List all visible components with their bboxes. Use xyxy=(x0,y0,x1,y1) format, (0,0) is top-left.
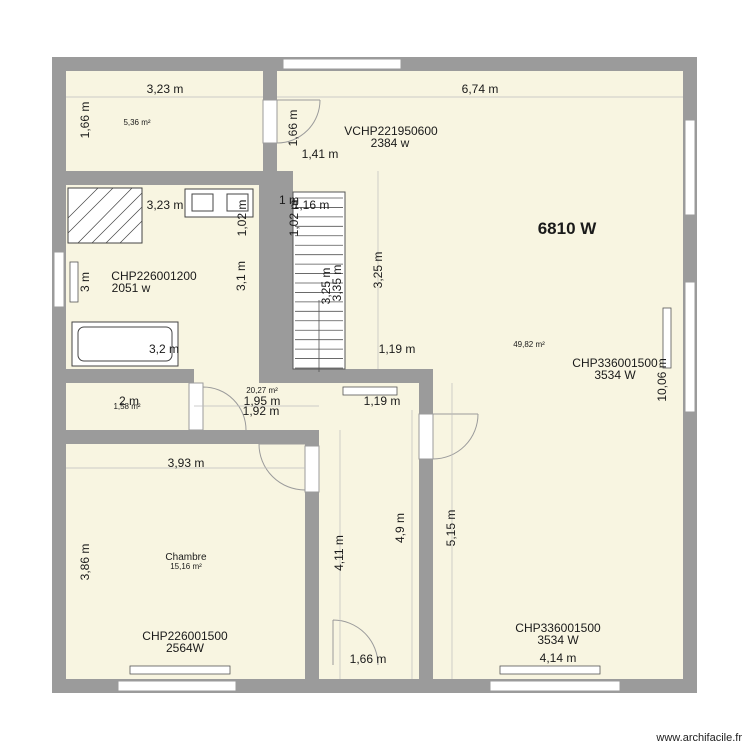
dim-325b: 3,25 m xyxy=(319,268,333,305)
dimension-lines xyxy=(66,96,683,679)
dim-chambre-height: 3,86 m xyxy=(78,544,92,581)
door-top-left-leaf xyxy=(262,99,278,144)
area-top-left: 5,36 m² xyxy=(123,118,150,127)
wall-top-left-bottom xyxy=(66,171,277,185)
floor-chambre xyxy=(66,444,306,679)
dim-414: 4,14 m xyxy=(540,651,577,665)
dim-141: 1,41 m xyxy=(302,147,339,161)
radiator-bottom xyxy=(499,665,601,675)
heater-chambre-w: 2564W xyxy=(166,641,205,655)
heater-bath-w: 2051 w xyxy=(112,281,151,295)
sink-2 xyxy=(226,193,249,212)
door-wc-leaf xyxy=(188,382,204,431)
dim-166c: 1,66 m xyxy=(350,652,387,666)
heater-right-ref: CHP336001500 xyxy=(572,356,658,370)
dim-main-height: 10,06 m xyxy=(655,358,669,401)
area-corridor: 20,27 m² xyxy=(246,386,278,395)
dim-bath-height2: 3,1 m xyxy=(234,261,248,291)
floor-wc xyxy=(66,383,194,430)
dim-bath-bottom: 3,2 m xyxy=(149,342,179,356)
dim-116: 1,16 m xyxy=(293,198,330,212)
wall-wc-bottom xyxy=(66,430,319,444)
heater-chambre-ref: CHP226001500 xyxy=(142,629,228,643)
door-main-leaf xyxy=(418,413,434,460)
dim-325: 3,25 m xyxy=(371,252,385,289)
dim-top-left-width: 3,23 m xyxy=(147,82,184,96)
radiator-chambre xyxy=(129,665,231,675)
dim-119b: 1,19 m xyxy=(364,394,401,408)
door-chambre-leaf xyxy=(304,445,320,493)
door-chambre xyxy=(258,443,306,491)
heater-bottom-ref: CHP336001500 xyxy=(515,621,601,635)
window-top xyxy=(282,58,402,70)
radiator-bath xyxy=(69,261,79,303)
dim-bath-height: 3 m xyxy=(78,272,92,292)
heater-vchp-w: 2384 w xyxy=(371,136,410,150)
dim-chambre-width: 3,93 m xyxy=(168,456,205,470)
dim-335: 3,35 m xyxy=(330,265,344,302)
heater-bottom-w: 3534 W xyxy=(537,633,579,647)
door-entry xyxy=(332,619,379,666)
fixtures xyxy=(67,187,254,367)
heater-right-w: 3534 W xyxy=(594,368,636,382)
dim-195: 1,95 m xyxy=(244,394,281,408)
wall-stair-left xyxy=(259,171,293,383)
total-power: 6810 W xyxy=(538,219,598,238)
labels: 3,23 m 1,66 m 5,36 m² 1,66 m 6,74 m VCHP… xyxy=(78,82,669,666)
heater-bath-ref: CHP226001200 xyxy=(111,269,197,283)
heater-vchp-ref: VCHP221950600 xyxy=(344,124,438,138)
windows xyxy=(53,58,696,692)
radiators xyxy=(69,261,672,675)
sink-1 xyxy=(191,193,214,212)
dim-main-width: 6,74 m xyxy=(462,82,499,96)
dim-166b: 1,66 m xyxy=(286,110,300,147)
dim-bath-right: 1,02 m xyxy=(235,200,249,237)
floor-hall xyxy=(319,383,419,679)
area-main: 49,82 m² xyxy=(513,340,545,349)
window-right-1 xyxy=(684,119,696,216)
watermark: www.archifacile.fr xyxy=(656,732,742,744)
stair-steps xyxy=(295,197,343,372)
floor-top-left xyxy=(66,71,263,171)
dim-192: 1,92 m xyxy=(243,404,280,418)
chambre-name: Chambre xyxy=(165,552,207,563)
dim-411: 4,11 m xyxy=(332,535,346,571)
wall-outer-left xyxy=(52,57,66,693)
window-bottom-1 xyxy=(117,680,237,692)
dim-bath-width: 3,23 m xyxy=(147,198,184,212)
doors xyxy=(188,99,479,666)
radiator-hall xyxy=(342,386,398,396)
dim-102b: 1,02 m xyxy=(287,200,301,237)
shower-hatch xyxy=(67,187,143,244)
dim-119: 1,19 m xyxy=(379,342,416,356)
window-left xyxy=(53,251,65,308)
door-top-left xyxy=(276,99,321,144)
door-main xyxy=(432,413,479,460)
dim-top-left-height: 1,66 m xyxy=(78,102,92,139)
window-bottom-2 xyxy=(489,680,621,692)
wall-bath-bottom xyxy=(66,369,194,383)
wall-corridor-top xyxy=(259,369,433,383)
dim-49: 4,9 m xyxy=(393,513,407,543)
dim-wc-width: 2 m xyxy=(119,394,139,408)
window-right-2 xyxy=(684,281,696,413)
area-wc: 1,58 m² xyxy=(113,402,140,411)
floor-main-lower xyxy=(433,371,683,679)
dim-515: 5,15 m xyxy=(444,510,458,547)
radiator-main xyxy=(662,307,672,369)
area-chambre: 15,16 m² xyxy=(170,562,202,571)
dim-1m: 1 m xyxy=(279,193,299,207)
bathtub-inner xyxy=(77,326,173,362)
